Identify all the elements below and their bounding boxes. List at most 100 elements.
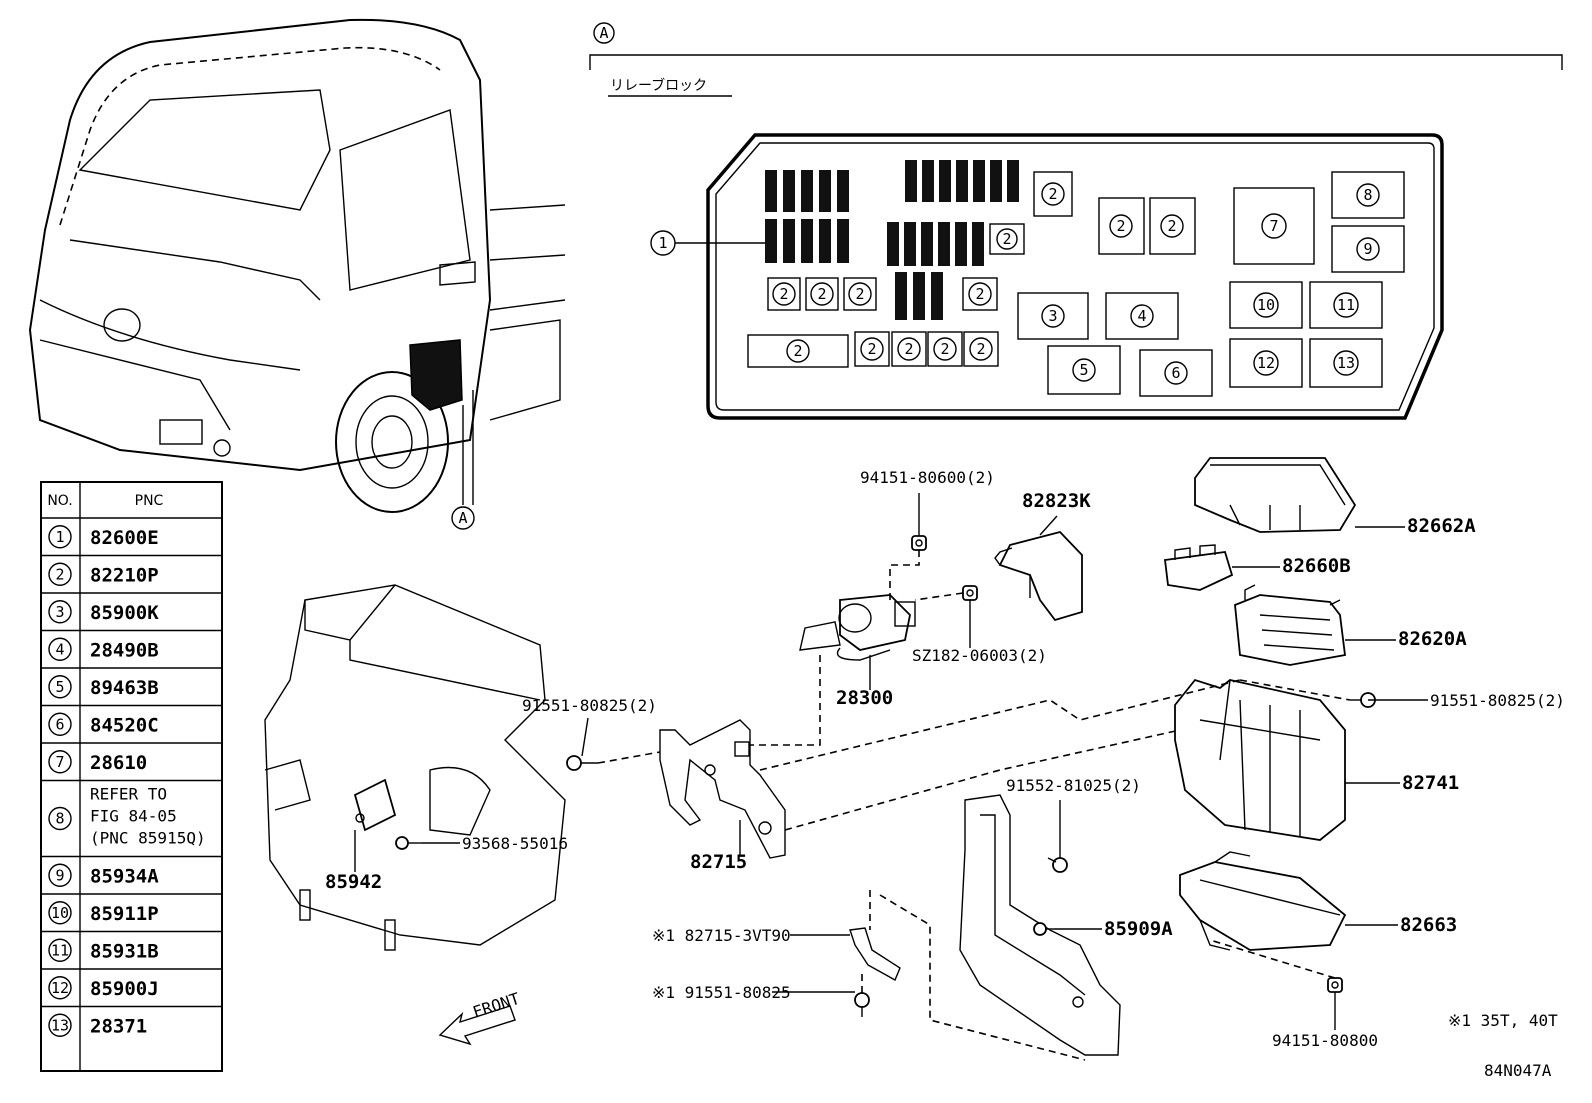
svg-text:9: 9 bbox=[1363, 240, 1372, 258]
relay-slot: 2 bbox=[1149, 197, 1196, 255]
label-28300: 28300 bbox=[836, 687, 893, 709]
row-number-circle bbox=[48, 600, 72, 624]
row-pnc: 85900K bbox=[90, 602, 159, 624]
label-82715: 82715 bbox=[690, 851, 747, 873]
relay-slot: 13 bbox=[1309, 338, 1383, 388]
front-arrow: FRONT bbox=[438, 989, 522, 1046]
label-91551-left: 91551-80825(2) bbox=[522, 696, 657, 715]
svg-text:2: 2 bbox=[793, 342, 802, 360]
block-82620A bbox=[1234, 584, 1346, 666]
bolt-91552 bbox=[1047, 857, 1068, 873]
relay-slot: 2 bbox=[962, 277, 998, 311]
label-91551-note: ※1 91551-80825 bbox=[652, 983, 791, 1002]
row-number: 2 bbox=[55, 565, 64, 583]
row-number: 6 bbox=[55, 715, 64, 733]
table-row: 11 85931B bbox=[41, 938, 222, 970]
row-number: 1 bbox=[55, 528, 64, 546]
label-82660B: 82660B bbox=[1282, 555, 1351, 577]
svg-text:2: 2 bbox=[975, 285, 984, 303]
row-number-circle bbox=[48, 750, 72, 774]
relay-cluster-top-center bbox=[887, 160, 1019, 320]
leader-lines bbox=[422, 493, 1428, 1030]
svg-text:11: 11 bbox=[1337, 296, 1355, 314]
label-82715-3VT90: ※1 82715-3VT90 bbox=[652, 926, 791, 945]
relay-slot: 10 bbox=[1229, 281, 1303, 329]
relay-slot: 5 bbox=[1047, 345, 1121, 395]
table-row: 5 89463B bbox=[41, 675, 222, 707]
label-85909A: 85909A bbox=[1104, 918, 1173, 940]
svg-text:12: 12 bbox=[1257, 354, 1275, 372]
section-a-pointer bbox=[451, 506, 475, 530]
row-number-circle bbox=[48, 938, 72, 962]
row-number: 9 bbox=[55, 866, 64, 884]
relay-slot: 12 bbox=[1229, 338, 1303, 388]
table-header-pnc: PNC bbox=[135, 493, 164, 509]
label-82663: 82663 bbox=[1400, 914, 1457, 936]
svg-text:2: 2 bbox=[817, 285, 826, 303]
label-sz182: SZ182-06003(2) bbox=[912, 646, 1047, 665]
relay-slot: 11 bbox=[1309, 281, 1383, 329]
svg-text:2: 2 bbox=[940, 340, 949, 358]
row-number-circle bbox=[48, 525, 72, 549]
row-pnc: 85931B bbox=[90, 940, 159, 962]
nut-94151-80800 bbox=[1327, 977, 1343, 993]
relay-slot: 2 bbox=[843, 277, 877, 311]
row-pnc: 85934A bbox=[90, 865, 159, 887]
truck-illustration: A bbox=[28, 18, 566, 530]
row-pnc: 89463B bbox=[90, 677, 159, 699]
figure-code: 84N047A bbox=[1484, 1061, 1552, 1080]
row-number: 3 bbox=[55, 603, 64, 621]
box-82741 bbox=[1174, 678, 1346, 841]
row-number-circle bbox=[48, 1013, 72, 1037]
row-pnc: 84520C bbox=[90, 714, 159, 736]
relay-slot: 3 bbox=[1017, 292, 1089, 340]
label-94151-80600: 94151-80600(2) bbox=[860, 468, 995, 487]
relay-slot: 4 bbox=[1105, 292, 1179, 340]
row-number-circle bbox=[48, 712, 72, 736]
svg-text:2: 2 bbox=[904, 340, 913, 358]
row-number: 7 bbox=[55, 753, 64, 771]
row-number: 4 bbox=[55, 640, 64, 658]
row-number-circle bbox=[48, 675, 72, 699]
label-91552: 91552-81025(2) bbox=[1006, 776, 1141, 795]
relay-slot: 8 bbox=[1331, 171, 1405, 219]
bolt-91551-left bbox=[566, 755, 598, 771]
relay-slot: 2 bbox=[747, 334, 849, 368]
label-93568: 93568-55016 bbox=[462, 834, 568, 853]
row-number-circle bbox=[48, 976, 72, 1000]
section-a-marker: A bbox=[593, 22, 615, 44]
row-number-circle bbox=[48, 863, 72, 887]
row-number: 5 bbox=[55, 678, 64, 696]
relay-slot: 7 bbox=[1233, 187, 1315, 265]
row-pnc: 28371 bbox=[90, 1015, 147, 1037]
svg-text:2: 2 bbox=[1116, 217, 1125, 235]
motor-28300 bbox=[799, 594, 916, 690]
relay-slot: 9 bbox=[1331, 225, 1405, 273]
label-82823K: 82823K bbox=[1022, 490, 1091, 512]
bracket-82715 bbox=[659, 719, 786, 859]
label-82620A: 82620A bbox=[1398, 628, 1467, 650]
label-85942: 85942 bbox=[325, 871, 382, 893]
relay-slot: 2 bbox=[767, 277, 801, 311]
connector-82660B bbox=[1164, 544, 1234, 591]
relay-block-title: リレーブロック bbox=[610, 77, 707, 94]
section-bracket bbox=[589, 54, 1563, 70]
label-82662A: 82662A bbox=[1407, 515, 1476, 537]
row-pnc-line: (PNC 85915Q) bbox=[90, 829, 206, 848]
row-pnc-line: FIG 84-05 bbox=[90, 807, 177, 826]
row-pnc-line: REFER TO bbox=[90, 785, 167, 804]
table-header-no: NO. bbox=[47, 493, 72, 509]
box-82663 bbox=[1179, 851, 1347, 951]
note-35t-40t: ※1 35T, 40T bbox=[1448, 1011, 1558, 1030]
svg-text:5: 5 bbox=[1079, 361, 1088, 379]
relay-slot: 2 bbox=[989, 223, 1025, 255]
label-94151-80800: 94151-80800 bbox=[1272, 1031, 1378, 1050]
svg-text:8: 8 bbox=[1363, 186, 1372, 204]
row-number: 8 bbox=[55, 810, 64, 828]
cover-82662A bbox=[1194, 457, 1357, 533]
row-number: 11 bbox=[51, 941, 69, 959]
